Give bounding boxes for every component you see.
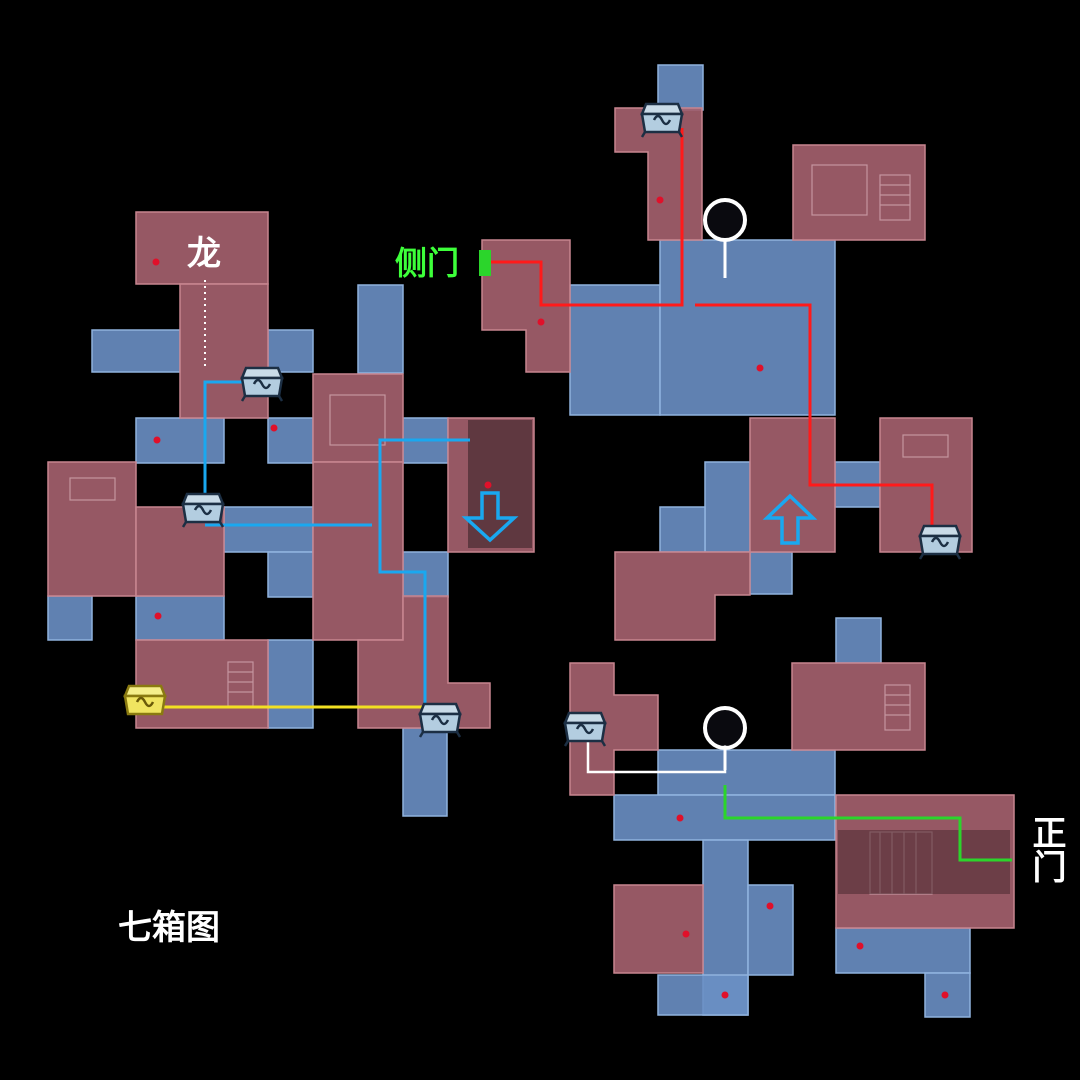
side-gate-marker	[479, 250, 491, 276]
treasure-chest-icon	[181, 492, 225, 529]
route-red	[485, 128, 684, 307]
side-gate-label: 侧门	[395, 244, 460, 282]
treasure-chest-gold-icon	[123, 684, 167, 716]
treasure-chest-icon	[240, 366, 284, 403]
arrow-up-icon	[762, 493, 818, 545]
red-markers	[152, 196, 949, 999]
treasure-chest-icon	[563, 711, 607, 748]
route-green	[723, 785, 1012, 862]
dragon-label: 龙	[187, 234, 221, 274]
treasure-chest-icon	[640, 102, 684, 139]
route-red	[695, 303, 934, 540]
map-title: 七箱图	[118, 908, 220, 948]
treasure-chest-icon	[418, 702, 462, 739]
magnifier-ring-icon	[703, 198, 747, 278]
corridor-tiles	[47, 64, 971, 1018]
arrow-down-icon	[461, 491, 519, 543]
treasure-chest-icon	[918, 524, 962, 561]
route-blue	[378, 438, 470, 712]
dark-room-block	[468, 420, 532, 548]
dark-room-block	[838, 830, 1010, 894]
magnifier-ring-icon	[703, 706, 747, 770]
main-gate-label: 正门	[1026, 815, 1066, 883]
